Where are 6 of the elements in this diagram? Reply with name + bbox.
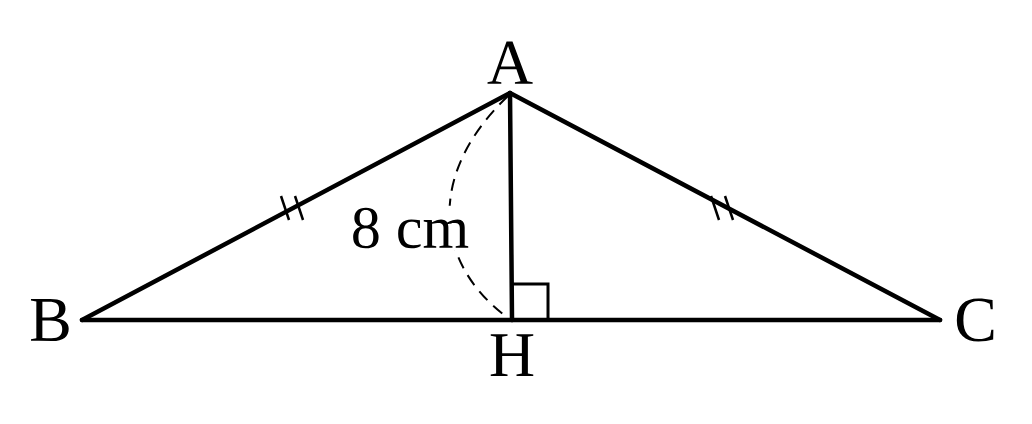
vertex-label: B — [30, 298, 69, 342]
vertex-label: A — [487, 41, 533, 84]
triangle-side — [509, 317, 943, 323]
dimension-label: 8 cm — [348, 205, 472, 251]
vertex-label: C — [956, 298, 994, 342]
vertex-label: H — [490, 334, 534, 377]
